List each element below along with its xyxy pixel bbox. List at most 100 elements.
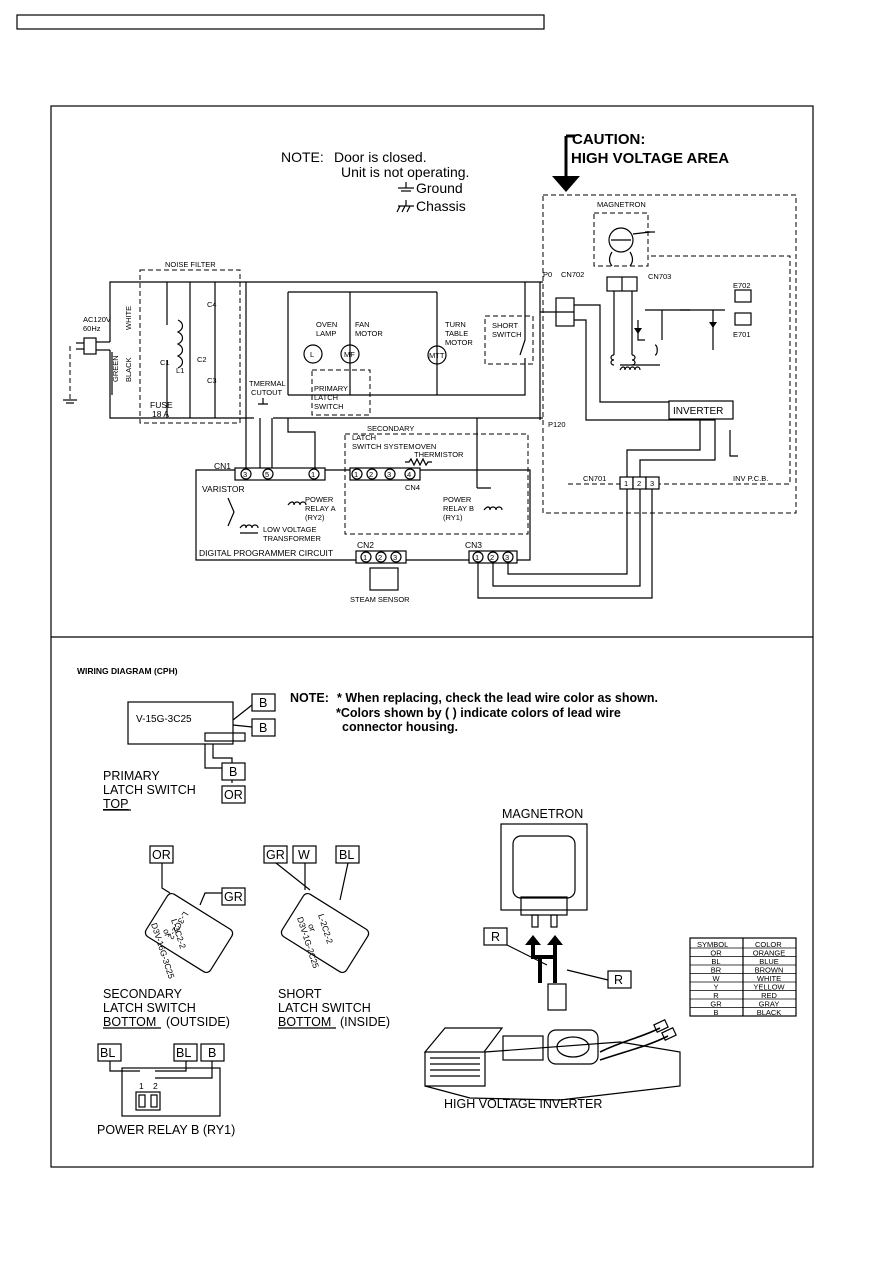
dpc-label: DIGITAL PROGRAMMER CIRCUIT	[199, 548, 333, 558]
fan-motor-label-2: MOTOR	[355, 329, 383, 338]
relay-b-label-1: POWER	[443, 495, 472, 504]
c3-label: C3	[207, 376, 217, 385]
color-table-color: GRAY	[759, 1000, 780, 1009]
tag-primary-b3	[221, 762, 246, 781]
svg-text:1: 1	[475, 553, 479, 562]
svg-text:2: 2	[490, 553, 494, 562]
color-table-color: ORANGE	[753, 949, 786, 958]
secondary-latch-label-1: SECONDARY	[367, 424, 414, 433]
svg-text:2: 2	[637, 479, 641, 488]
color-table-symbol: OR	[710, 949, 722, 958]
e701-label: E701	[733, 330, 751, 339]
thermal-cutout-label-1: TMERMAL	[249, 379, 286, 388]
thermistor-icon	[405, 457, 432, 467]
note-block: NOTE: Door is closed. Unit is not operat…	[281, 149, 469, 214]
schematic-magnetron-label: MAGNETRON	[597, 200, 646, 209]
caution-line-1: CAUTION:	[572, 131, 645, 148]
noise-filter-label: NOISE FILTER	[165, 260, 216, 269]
switch-system-label: SWITCH SYSTEM	[352, 442, 415, 451]
primary-latch-label-3: SWITCH	[314, 402, 344, 411]
svg-text:L-2C2-2: L-2C2-2	[316, 913, 335, 946]
varistor-label: VARISTOR	[202, 484, 245, 494]
svg-text:1: 1	[354, 470, 358, 479]
svg-text:BL: BL	[100, 1046, 115, 1060]
color-table-header-color: COLOR	[755, 940, 782, 949]
color-table-symbol: GR	[710, 1000, 722, 1009]
p0-label: P0	[543, 270, 552, 279]
color-table-color: BLACK	[757, 1008, 782, 1017]
svg-text:MTT: MTT	[429, 351, 445, 360]
primary-latch-box	[311, 369, 371, 416]
tag-secondary-gr	[221, 887, 246, 906]
steam-sensor-icon	[369, 567, 399, 591]
color-table-color: BROWN	[755, 966, 784, 975]
note-line-1: Door is closed.	[334, 149, 427, 165]
fuse-label-2: 18 A	[152, 409, 169, 419]
l1-label: L1	[176, 366, 184, 375]
tag-short-gr	[263, 845, 288, 864]
turntable-label-3: MOTOR	[445, 338, 473, 347]
svg-text:3: 3	[650, 479, 654, 488]
svg-text:R: R	[614, 973, 623, 987]
svg-text:or: or	[306, 923, 318, 933]
svg-text:3: 3	[243, 470, 247, 479]
relay-a-coil	[287, 501, 307, 506]
secondary-caption-4: (OUTSIDE)	[166, 1015, 230, 1029]
thermistor-label-2: THERMISTOR	[414, 450, 464, 459]
svg-text:1: 1	[624, 479, 628, 488]
color-table-symbol: W	[712, 974, 720, 983]
cn3-connector: 1 2 3	[468, 550, 518, 564]
secondary-caption-2: LATCH SWITCH	[103, 1001, 196, 1015]
color-table-color: YELLOW	[753, 983, 785, 992]
relay-b-coil	[483, 506, 503, 511]
primary-part-number: V-15G-3C25	[136, 714, 192, 725]
primary-caption-2: LATCH SWITCH	[103, 783, 196, 797]
hv-transformer-coil	[619, 366, 641, 371]
svg-text:W: W	[298, 848, 310, 862]
chassis-icon	[396, 200, 414, 213]
color-table-symbol: R	[713, 991, 719, 1000]
svg-text:3: 3	[393, 553, 397, 562]
cn3-label: CN3	[465, 540, 482, 550]
wiring-diagram: WIRING DIAGRAM (CPH) NOTE: * When replac…	[77, 666, 797, 1137]
svg-text:BL: BL	[176, 1046, 191, 1060]
secondary-latch-label-2: LATCH	[352, 433, 376, 442]
svg-text:1: 1	[139, 1081, 144, 1091]
lvt-icon	[239, 524, 259, 534]
e702-label: E702	[733, 281, 751, 290]
wire-white-label: WHITE	[124, 306, 133, 330]
c4-label: C4	[207, 300, 217, 309]
ground-legend: Ground	[416, 180, 463, 196]
secondary-caption-3: BOTTOM	[103, 1015, 156, 1029]
header-box	[16, 14, 545, 30]
svg-text:MF: MF	[344, 350, 355, 359]
svg-text:L: L	[310, 350, 314, 359]
short-caption-4: (INSIDE)	[340, 1015, 390, 1029]
hv-inverter-caption: HIGH VOLTAGE INVERTER	[444, 1097, 602, 1111]
cn703-label: CN703	[648, 272, 671, 281]
relay-b-label-3: (RY1)	[443, 513, 463, 522]
caution-arrow-icon	[552, 176, 580, 192]
note-line-2: Unit is not operating.	[341, 164, 469, 180]
wire-black-label: BLACK	[124, 357, 133, 382]
schematic: MAGNETRON CN702 CN703 P0 NOISE FILTER AC…	[63, 194, 797, 604]
primary-latch-label-2: LATCH	[314, 393, 338, 402]
primary-caption-1: PRIMARY	[103, 769, 160, 783]
svg-text:BL: BL	[339, 848, 354, 862]
svg-text:2: 2	[153, 1081, 158, 1091]
svg-text:3: 3	[387, 470, 391, 479]
wiring-note-1: * When replacing, check the lead wire co…	[337, 691, 658, 705]
tag-primary-b2	[251, 718, 276, 737]
oven-lamp-label-1: OVEN	[316, 320, 337, 329]
wire-green-label: GREEN	[111, 355, 120, 382]
note-label: NOTE:	[281, 149, 324, 165]
steam-sensor-label: STEAM SENSOR	[350, 595, 410, 604]
inv-pcb-label: INV P.C.B.	[733, 474, 768, 483]
power-plug-icon	[83, 337, 97, 355]
wiring-note-label: NOTE:	[290, 691, 329, 705]
oven-lamp-icon	[303, 344, 323, 364]
magnetron-drawing: MAGNETRON R R	[483, 807, 632, 1011]
turntable-label-1: TURN	[445, 320, 466, 329]
